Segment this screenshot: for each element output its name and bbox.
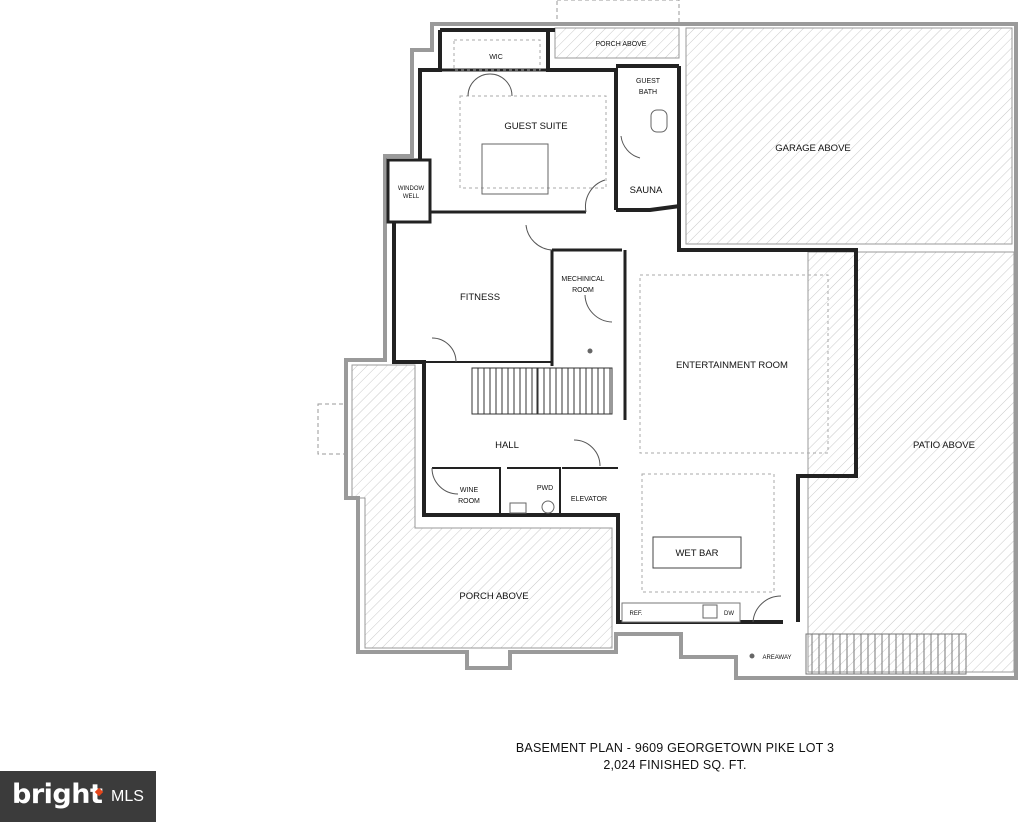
- fixtures: [481, 109, 755, 659]
- label-elevator: ELEVATOR: [571, 496, 607, 503]
- window-well: [386, 158, 432, 224]
- label-areaway: AREAWAY: [762, 655, 791, 661]
- label-porch-above-bottom: PORCH ABOVE: [459, 591, 528, 602]
- door-swings: [431, 73, 782, 623]
- bright-mls-logo: bright MLS: [0, 771, 156, 822]
- label-entertainment: ENTERTAINMENT ROOM: [676, 360, 788, 371]
- porch-above-bottom-area: [351, 364, 613, 649]
- hatched-areas: [351, 27, 1015, 675]
- kitchen-counter: [621, 602, 741, 623]
- garage-above-area: [685, 27, 1013, 245]
- foundation-outline: [317, 0, 1018, 680]
- label-dw: DW: [724, 611, 734, 617]
- label-garage-above: GARAGE ABOVE: [775, 143, 851, 154]
- label-mechanical-2: ROOM: [572, 287, 594, 294]
- label-wic: WIC: [489, 54, 503, 61]
- label-ref: REF.: [629, 611, 642, 617]
- logo-brand-text: bright: [12, 779, 103, 810]
- label-window-well-2: WELL: [403, 194, 420, 200]
- plan-area: 2,024 FINISHED SQ. FT.: [603, 758, 747, 772]
- label-fitness: FITNESS: [460, 292, 500, 303]
- label-guest-bath-1: GUEST: [636, 78, 661, 85]
- wet-bar-counter: [652, 536, 742, 569]
- patio-above-area: [807, 251, 1015, 673]
- label-porch-above-top: PORCH ABOVE: [596, 41, 647, 48]
- stairs: [471, 367, 613, 415]
- label-wine-2: ROOM: [458, 498, 480, 505]
- plan-title: BASEMENT PLAN - 9609 GEORGETOWN PIKE LOT…: [515, 741, 835, 755]
- label-patio-above: PATIO ABOVE: [913, 440, 975, 451]
- label-guest-bath-2: BATH: [639, 89, 657, 96]
- label-hall: HALL: [495, 440, 519, 451]
- dashed-guides: [453, 39, 829, 593]
- porch-above-top-area: [554, 27, 680, 59]
- logo-suffix-text: MLS: [111, 788, 144, 805]
- label-guest-suite: GUEST SUITE: [504, 121, 567, 132]
- label-pwd: PWD: [537, 485, 553, 492]
- label-window-well-1: WINDOW: [398, 186, 425, 192]
- room-labels: PORCH ABOVE WIC GUEST BATH GUEST SUITE G…: [398, 41, 975, 661]
- areaway-steps: [805, 633, 967, 675]
- label-wine-1: WINE: [460, 487, 479, 494]
- label-sauna: SAUNA: [630, 185, 663, 196]
- label-wet-bar: WET BAR: [675, 548, 718, 559]
- label-mechanical-1: MECHINICAL: [561, 276, 604, 283]
